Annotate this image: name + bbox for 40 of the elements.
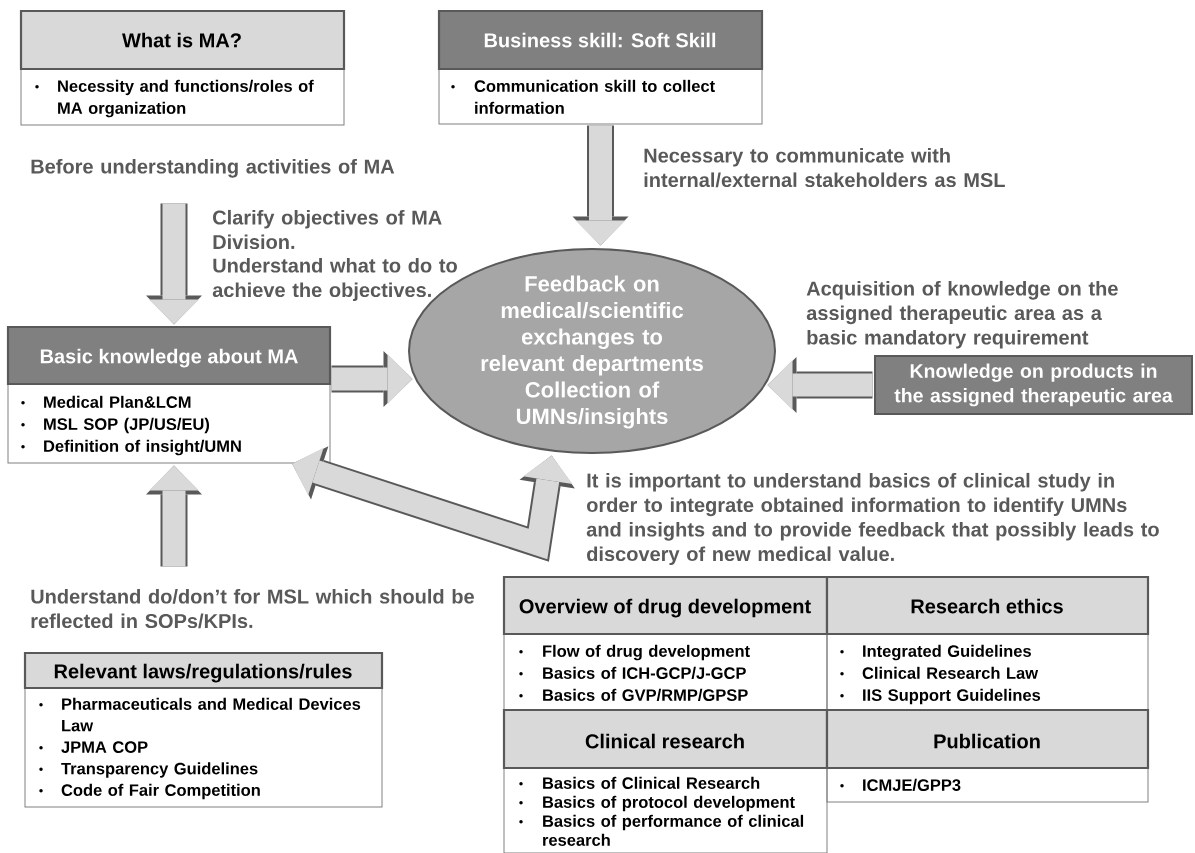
list-item: Basics of ICH-GCP/J-GCP [519,666,746,680]
list-item: Code of Fair Competition [39,783,260,800]
annotation-text: Before understanding activities of MA [31,158,395,178]
list-item: Basics of protocol development [519,795,795,812]
list-item: Integrated Guidelines [840,644,1031,661]
block-arrow [572,125,629,246]
topic-card: Relevant laws/regulations/rules Pharmaceuticals and Medical Devices Law JPMA COP Transparency Guidelines Code of Fair Competition [23,651,384,808]
topic-card: What is MA? Necessity and functions/roles of MA organization [19,9,346,126]
block-arrow [292,446,575,562]
topic-card: Overview of drug development Flow of drug development Basics of ICH-GCP/J-GCP Basics of GVP/RMP/GPSP [502,575,829,711]
list-item: Communication skill to collect information [451,79,715,114]
block-arrow [331,351,413,407]
topic-card: Business skill: Soft Skill Communication skill to collect information [437,9,764,125]
annotation-text: Clarify objectives of MA Division. [213,209,442,250]
list-item: Transparency Guidelines [39,762,258,778]
list-item: Basics of performance of clinical research [519,814,804,846]
topic-card: Research ethics Integrated Guidelines Clinical Research Law IIS Support Guidelines [825,575,1150,711]
block-arrow [146,203,202,325]
annotation-text: Necessary to communicate with internal/external stakeholders as MSL [644,147,1005,188]
list-item: Basics of Clinical Research [519,776,760,789]
topic-card: Publication ICMJE/GPP3 [825,708,1150,803]
list-item: Flow of drug development [519,644,750,661]
list-item: Clinical Research Law [840,666,1039,679]
annotation-text: It is important to understand basics of clinical study in order to integrate obtained information to identify UMNs and insights and to provide feedback that possibly leads to discovery of new medical value. [586,472,1159,566]
list-item: IIS Support Guidelines [840,688,1041,705]
list-item: MSL SOP (JP/US/EU) [21,417,210,434]
process-box: Knowledge on products in the assigned therapeutic area [874,355,1193,415]
list-item: Necessity and functions/roles of MA organization [35,79,314,118]
list-item: Medical Plan&LCM [21,395,191,408]
list-item: ICMJE/GPP3 [840,778,961,792]
block-arrow [146,465,202,567]
topic-card: Basic knowledge about MA Medical Plan&LCM MSL SOP (JP/US/EU) Definition of insight/UMN [6,325,332,464]
block-arrow [767,357,873,413]
topic-card: Clinical research Basics of Clinical Research Basics of protocol development Basics of performance of clinical research [502,708,829,853]
list-item: Pharmaceuticals and Medical Devices Law [39,697,361,732]
list-item: Basics of GVP/RMP/GPSP [519,688,748,702]
annotation-text: Acquisition of knowledge on the assigned therapeutic area as a basic mandatory requirement [806,280,1118,349]
annotation-text: Understand do/don’t for MSL which should be reflected in SOPs/KPIs. [31,588,474,629]
list-item: Definition of insight/UMN [21,439,241,456]
list-item: JPMA COP [39,741,148,753]
